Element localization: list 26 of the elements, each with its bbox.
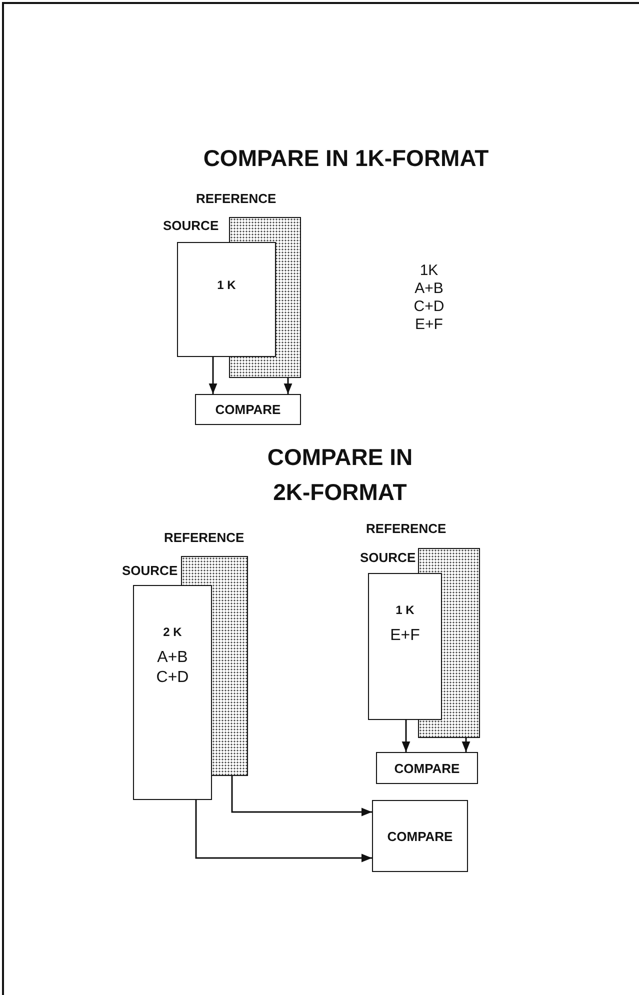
format-label: 1K (418, 262, 440, 280)
memory-label: A+B C+D (155, 648, 190, 688)
format-label: C+D (412, 298, 446, 316)
memory-label: 1 K (396, 602, 414, 618)
format-label: A+B (414, 280, 444, 298)
memory-label: E+F (389, 626, 421, 646)
arrow (208, 357, 218, 394)
memory-label: 1 K (217, 277, 236, 293)
box-label: COMPARE (387, 828, 453, 844)
sheet-label: SOURCE (163, 218, 219, 234)
arrow (231, 776, 372, 816)
arrow (284, 378, 292, 394)
memory-label: 2 K (163, 624, 182, 640)
sheet-label: REFERENCE (366, 521, 446, 537)
arrow (402, 720, 410, 752)
sheet-label: SOURCE (122, 563, 178, 579)
heading: COMPARE IN 2K-FORMAT (266, 443, 414, 507)
box-label: COMPARE (394, 760, 460, 776)
sheet-label: SOURCE (360, 550, 416, 566)
heading: COMPARE IN 1K-FORMAT (202, 144, 490, 173)
arrow (195, 800, 372, 862)
sheet-label: REFERENCE (196, 191, 276, 207)
format-label: E+F (414, 316, 444, 334)
arrow (462, 738, 470, 752)
box-label: COMPARE (215, 402, 281, 417)
sheet-label: REFERENCE (164, 530, 244, 546)
